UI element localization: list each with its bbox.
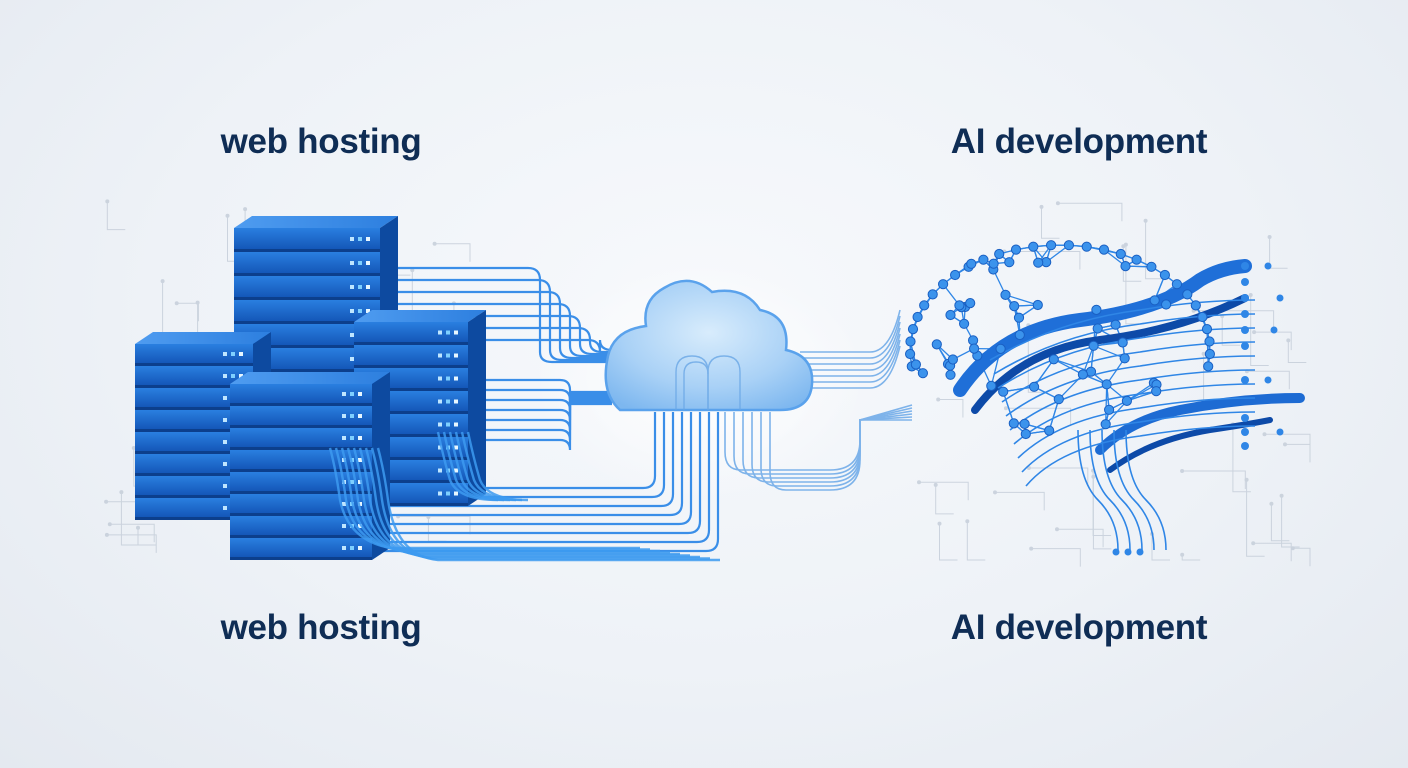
cloud-icon bbox=[604, 279, 814, 412]
caption-web-hosting-top: web hosting bbox=[220, 122, 422, 161]
caption-web-hosting-bottom: web hosting bbox=[220, 608, 422, 647]
server-rack-icon bbox=[135, 216, 486, 560]
server-cables bbox=[328, 431, 720, 562]
connection-lines-left bbox=[375, 266, 720, 553]
circuit-pattern-right bbox=[917, 201, 1311, 567]
caption-ai-development-bottom: AI development bbox=[950, 608, 1208, 647]
caption-ai-development-top: AI development bbox=[950, 122, 1208, 161]
neural-brain-icon bbox=[905, 240, 1305, 556]
connection-lines-right bbox=[724, 309, 913, 491]
